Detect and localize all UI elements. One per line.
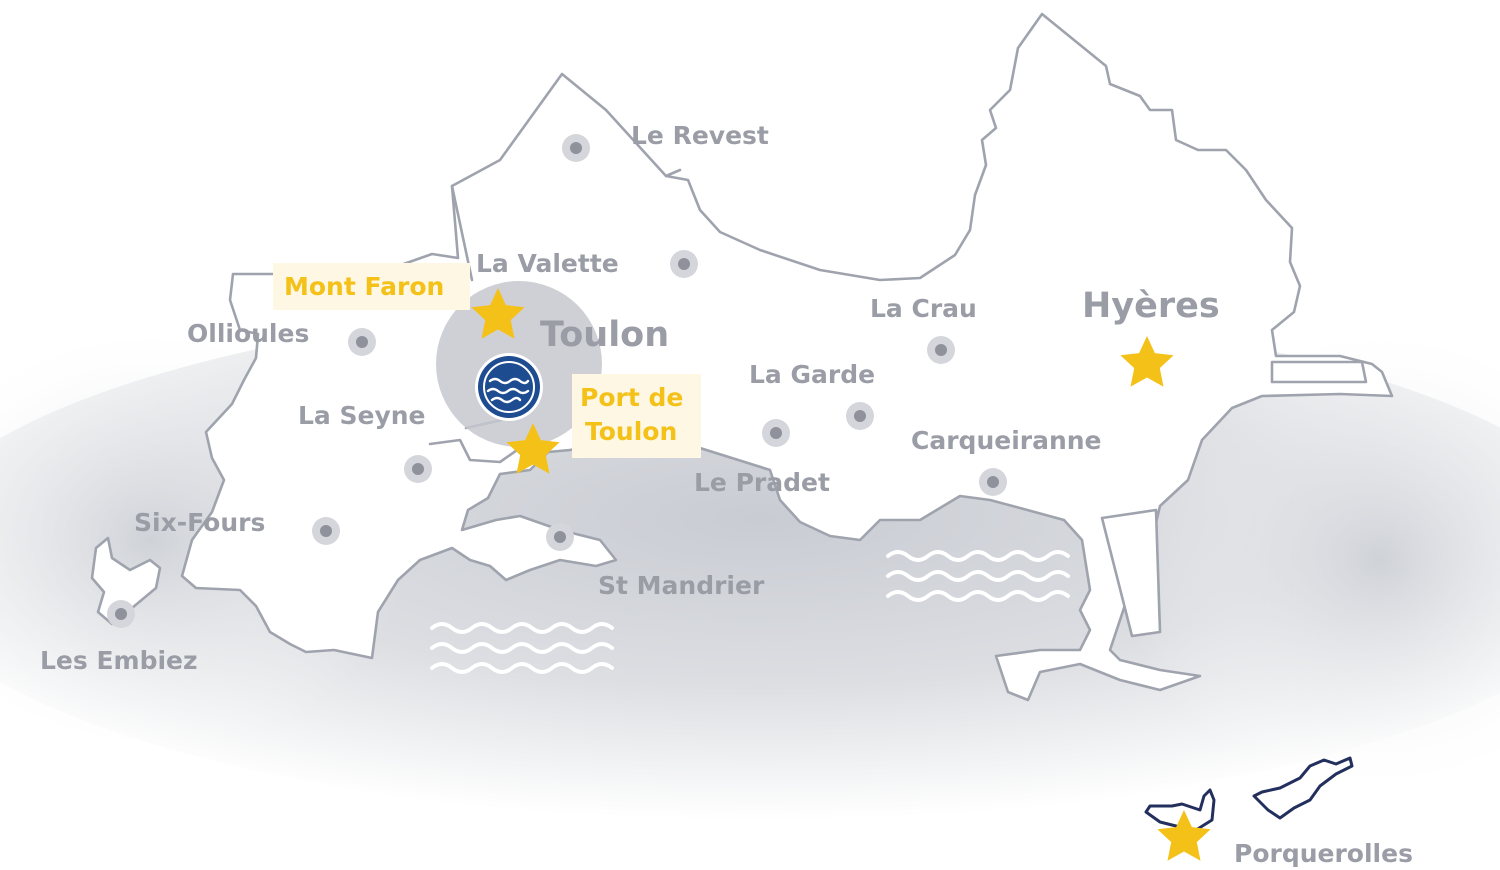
location-dot-icon-les-embiez [107, 600, 135, 628]
location-dot-icon-le-pradet [762, 419, 790, 447]
star-icon-mont-faron [471, 288, 525, 339]
city-label-les-embiez: Les Embiez [40, 646, 198, 675]
giens-strip [1100, 508, 1162, 638]
water-waves-icon [475, 353, 543, 421]
mainland-coast [180, 12, 1394, 702]
highlight-label-toulon: Toulon [585, 417, 677, 446]
city-label-la-valette: La Valette [476, 249, 619, 278]
highlight-label-port-de: Port de [580, 383, 683, 412]
waves-west [430, 622, 614, 674]
highlight-label-mont-faron: Mont Faron [284, 272, 444, 301]
location-dot-icon-ollioules [348, 328, 376, 356]
city-label-la-crau: La Crau [870, 294, 977, 323]
location-dot-icon-carqueiranne [979, 468, 1007, 496]
city-label-le-revest: Le Revest [631, 121, 769, 150]
city-label-porquerolles: Porquerolles [1234, 839, 1413, 868]
star-icon-hyeres [1120, 336, 1174, 387]
location-dot-icon-six-fours [312, 517, 340, 545]
location-dot-icon-la-seyne [404, 455, 432, 483]
city-label-carqueiranne: Carqueiranne [911, 426, 1102, 455]
location-dot-icon-la-garde [846, 402, 874, 430]
city-label-la-garde: La Garde [749, 360, 875, 389]
star-icon-porquerolles [1157, 810, 1211, 861]
city-label-la-seyne: La Seyne [298, 401, 426, 430]
waves-east [886, 550, 1070, 602]
city-label-le-pradet: Le Pradet [694, 468, 830, 497]
city-label-st-mandrier: St Mandrier [598, 571, 765, 600]
les-embiez-island [90, 536, 162, 626]
location-dot-icon-la-valette [670, 250, 698, 278]
city-label-hyeres: Hyères [1082, 286, 1220, 326]
port-de-toulon-label-bg [572, 374, 701, 458]
city-label-six-fours: Six-Fours [134, 508, 265, 537]
star-icon-port-de-toulon [506, 423, 560, 474]
porquerolles-islands [1144, 756, 1354, 832]
location-dot-icon-le-revest [562, 134, 590, 162]
city-label-toulon: Toulon [540, 315, 669, 355]
mont-faron-label-bg [273, 263, 470, 310]
city-label-ollioules: Ollioules [187, 319, 309, 348]
location-dot-icon-st-mandrier [546, 523, 574, 551]
location-dot-icon-la-crau [927, 336, 955, 364]
location-dots [107, 134, 1007, 628]
